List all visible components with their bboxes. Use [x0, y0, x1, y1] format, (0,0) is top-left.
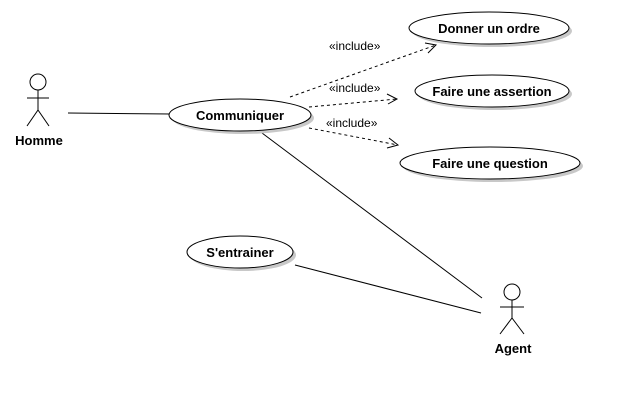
use-case-faire-une-question[interactable]: Faire une question: [399, 146, 583, 182]
stick-figure-icon: [26, 73, 50, 127]
include-donner: «include»: [289, 39, 438, 98]
include-label: «include»: [329, 81, 381, 95]
use-case-label: Faire une assertion: [432, 84, 551, 99]
use-case-donner-un-ordre[interactable]: Donner un ordre: [408, 11, 572, 47]
include-label: «include»: [326, 116, 378, 130]
stick-figure-icon: [499, 283, 525, 335]
use-case-label: Donner un ordre: [438, 21, 540, 36]
association-entrainer-agent: [294, 264, 482, 314]
use-case-faire-une-assertion[interactable]: Faire une assertion: [414, 74, 572, 110]
use-case-s-entrainer[interactable]: S'entrainer: [186, 235, 296, 271]
association-communiquer-agent: [261, 132, 483, 299]
include-label: «include»: [329, 39, 381, 53]
association-homme-communiquer: [67, 112, 172, 115]
include-question: «include»: [308, 116, 400, 149]
include-assertion: «include»: [308, 81, 399, 108]
use-case-communiquer[interactable]: Communiquer: [168, 98, 314, 134]
use-case-label: S'entrainer: [206, 245, 273, 260]
actor-label: Homme: [15, 133, 63, 148]
use-case-label: Communiquer: [196, 108, 284, 123]
actor-homme[interactable]: Homme: [15, 73, 63, 148]
use-case-label: Faire une question: [432, 156, 548, 171]
actor-agent[interactable]: Agent: [495, 283, 533, 356]
actor-label: Agent: [495, 341, 533, 356]
